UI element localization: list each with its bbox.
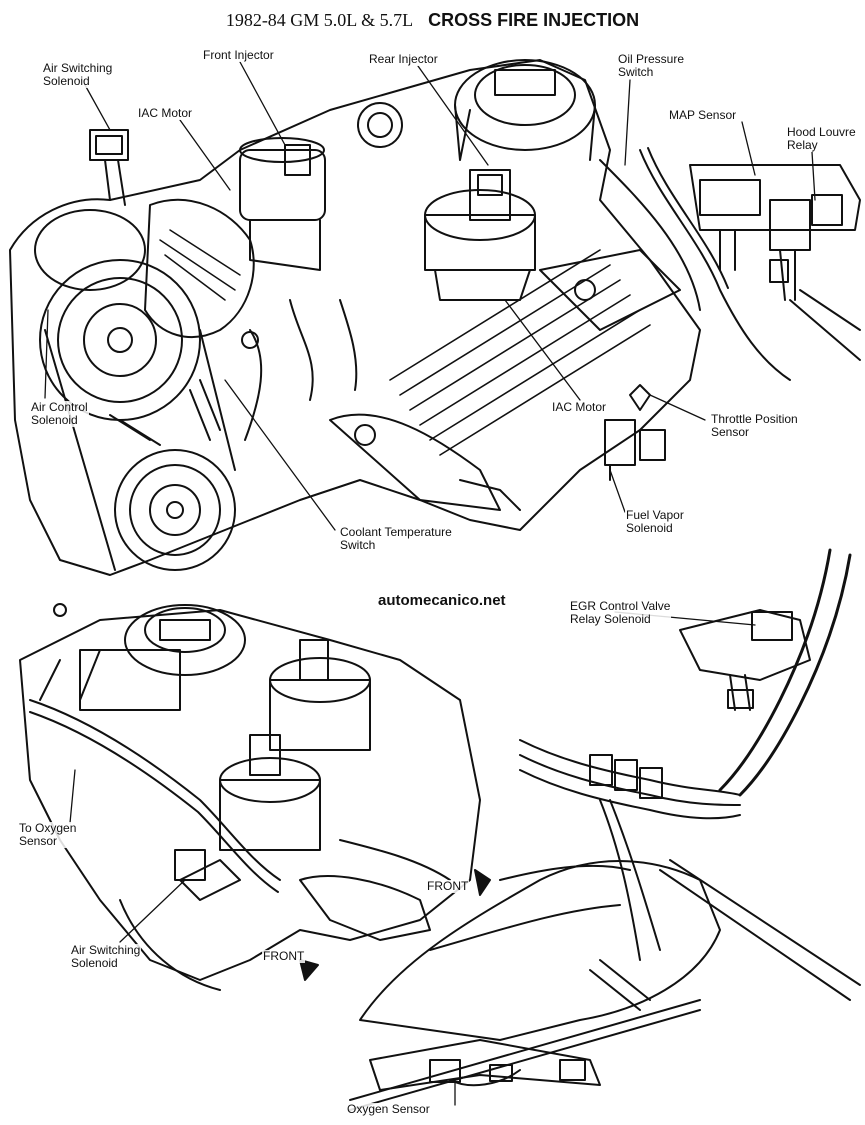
transmission-drawing xyxy=(349,548,861,1111)
title-system: CROSS FIRE INJECTION xyxy=(428,10,640,30)
label-map-sensor: MAP Sensor xyxy=(668,108,738,122)
label-front-2: FRONT xyxy=(262,949,306,963)
label-front-1: FRONT xyxy=(426,879,470,893)
bottom-engine-drawing xyxy=(19,603,481,991)
bottom-leader-lines xyxy=(69,611,756,1106)
top-leader-lines xyxy=(44,61,816,531)
label-to-oxygen-sensor: To Oxygen Sensor xyxy=(18,821,78,848)
label-fuel-vapor-solenoid: Fuel Vapor Solenoid xyxy=(625,508,685,535)
label-coolant-temperature-switch: Coolant Temperature Switch xyxy=(339,525,453,552)
page-title: 1982-84 GM 5.0L & 5.7L CROSS FIRE INJECT… xyxy=(0,10,865,31)
top-engine-drawing xyxy=(9,59,861,576)
label-iac-motor-top: IAC Motor xyxy=(137,106,194,120)
label-front-injector: Front Injector xyxy=(202,48,275,62)
label-air-switching-solenoid-top: Air Switching Solenoid xyxy=(42,61,114,88)
label-throttle-position-sensor: Throttle Position Sensor xyxy=(710,412,799,439)
label-air-switching-solenoid-bottom: Air Switching Solenoid xyxy=(70,943,142,970)
label-oxygen-sensor: Oxygen Sensor xyxy=(346,1102,431,1116)
label-egr-control-valve: EGR Control Valve Relay Solenoid xyxy=(569,599,672,626)
site-watermark: automecanico.net xyxy=(378,592,506,609)
label-iac-motor-mid: IAC Motor xyxy=(551,400,608,414)
label-rear-injector: Rear Injector xyxy=(368,52,439,66)
front-arrow-icon xyxy=(474,869,491,896)
title-model: 1982-84 GM 5.0L & 5.7L xyxy=(225,10,414,30)
label-oil-pressure-switch: Oil Pressure Switch xyxy=(617,52,686,79)
label-air-control-solenoid: Air Control Solenoid xyxy=(30,400,89,427)
label-hood-louvre-relay: Hood Louvre Relay xyxy=(786,125,857,152)
front-arrow-icon xyxy=(299,959,319,981)
